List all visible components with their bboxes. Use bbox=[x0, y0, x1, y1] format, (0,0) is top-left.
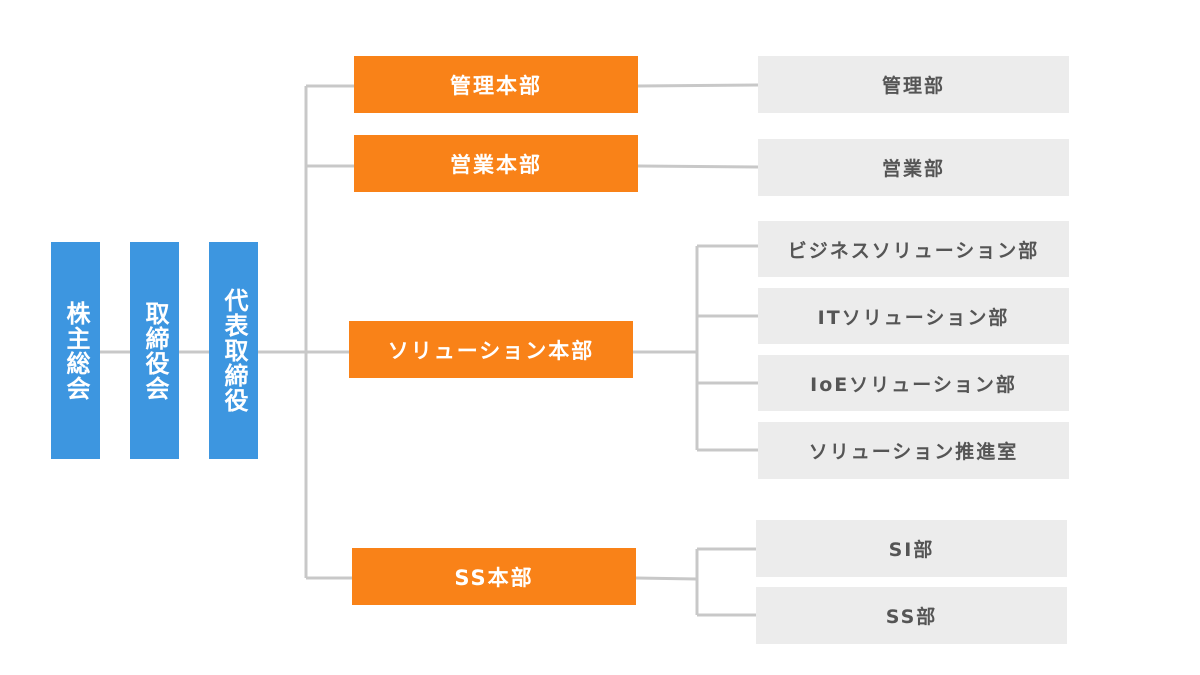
it-solution-dept-label: ITソリューション部 bbox=[817, 306, 1010, 329]
solution-promotion-dept-box: ソリューション推進室 bbox=[758, 422, 1069, 479]
ss-dept-label: SS部 bbox=[885, 606, 938, 628]
representative-director-box: 代表取締役 bbox=[209, 242, 258, 459]
business-solution-dept-label: ビジネスソリューション部 bbox=[787, 239, 1040, 262]
sales-hq-label: 営業本部 bbox=[450, 152, 542, 177]
connector-line bbox=[637, 164, 759, 169]
sales-hq-box: 営業本部 bbox=[354, 135, 638, 192]
administration-dept-box: 管理部 bbox=[758, 56, 1069, 113]
sales-dept-box: 営業部 bbox=[758, 139, 1069, 196]
business-solution-dept-box: ビジネスソリューション部 bbox=[758, 221, 1069, 277]
board-of-directors-box: 取締役会 bbox=[130, 242, 179, 459]
ss-dept-box: SS部 bbox=[756, 587, 1067, 644]
ss-hq-box: SS本部 bbox=[352, 548, 636, 605]
board-of-directors-label: 取締役会 bbox=[141, 300, 169, 401]
shareholders-meeting-box: 株主総会 bbox=[51, 242, 100, 459]
sales-dept-label: 営業部 bbox=[881, 158, 945, 180]
si-dept-label: SI部 bbox=[888, 539, 935, 561]
it-solution-dept-box: ITソリューション部 bbox=[758, 288, 1069, 344]
solution-hq-label: ソリューション本部 bbox=[387, 338, 595, 363]
ioe-solution-dept-box: IoEソリューション部 bbox=[758, 355, 1069, 411]
solution-promotion-dept-label: ソリューション推進室 bbox=[808, 441, 1019, 463]
administration-hq-label: 管理本部 bbox=[450, 73, 542, 98]
shareholders-meeting-label: 株主総会 bbox=[62, 300, 90, 401]
connector-line bbox=[635, 576, 698, 581]
ioe-solution-dept-label: IoEソリューション部 bbox=[810, 373, 1017, 396]
si-dept-box: SI部 bbox=[756, 520, 1067, 577]
representative-director-label: 代表取締役 bbox=[220, 288, 248, 413]
ss-hq-label: SS本部 bbox=[454, 565, 534, 590]
administration-hq-box: 管理本部 bbox=[354, 56, 638, 113]
administration-dept-label: 管理部 bbox=[881, 75, 945, 97]
solution-hq-box: ソリューション本部 bbox=[349, 321, 633, 378]
connector-line bbox=[637, 83, 759, 88]
